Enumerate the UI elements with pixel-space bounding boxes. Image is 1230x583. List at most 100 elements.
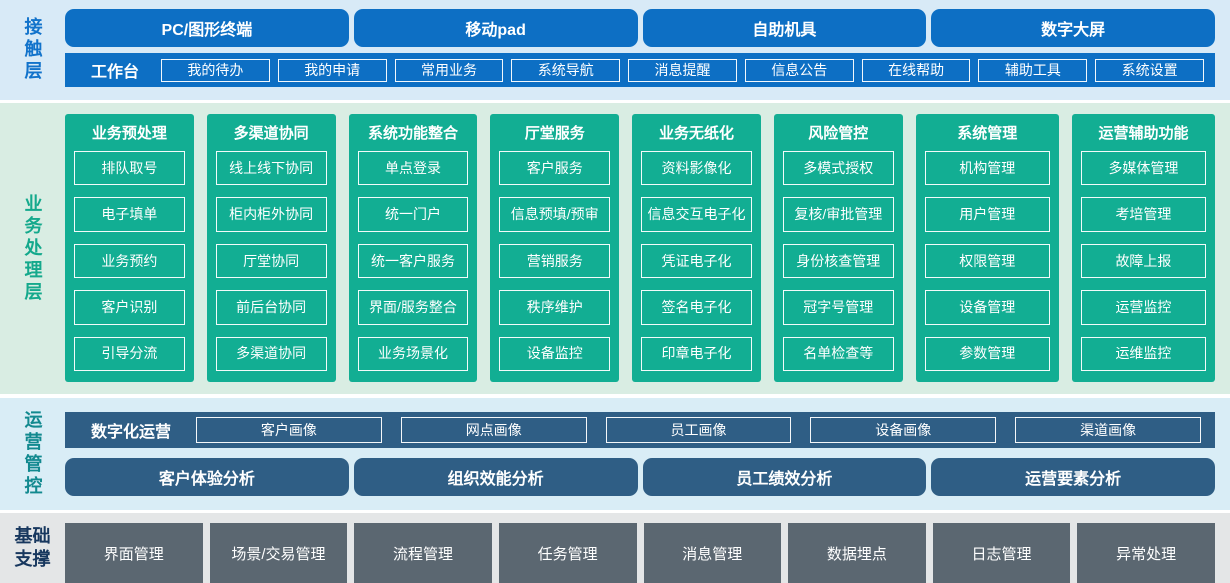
digital-ops-bar: 数字化运营 客户画像网点画像员工画像设备画像渠道画像 xyxy=(65,412,1215,448)
business-column: 多渠道协同线上线下协同柜内柜外协同厅堂协同前后台协同多渠道协同 xyxy=(206,114,336,382)
business-column: 风险管控多模式授权复核/审批管理身份核查管理冠字号管理名单检查等 xyxy=(773,114,903,382)
workbench-item: 我的申请 xyxy=(277,58,387,82)
digital-ops-items: 客户画像网点画像员工画像设备画像渠道画像 xyxy=(196,417,1201,443)
business-column-title: 系统功能整合 xyxy=(367,125,458,142)
workbench-item: 在线帮助 xyxy=(861,58,971,82)
analysis-block: 员工绩效分析 xyxy=(642,458,927,496)
business-item: 引导分流 xyxy=(74,336,185,372)
business-item: 参数管理 xyxy=(924,336,1050,372)
analysis-block: 组织效能分析 xyxy=(353,458,638,496)
business-item: 营销服务 xyxy=(499,243,611,279)
digital-ops-item: 设备画像 xyxy=(810,417,997,443)
business-item: 厅堂协同 xyxy=(215,243,327,279)
workbench-item: 常用业务 xyxy=(394,58,504,82)
business-column-items: 资料影像化信息交互电子化凭证电子化签名电子化印章电子化 xyxy=(641,151,752,372)
foundation-block: 流程管理 xyxy=(354,523,492,583)
business-item: 线上线下协同 xyxy=(215,151,327,186)
digital-ops-item: 渠道画像 xyxy=(1015,417,1201,443)
business-item: 冠字号管理 xyxy=(782,290,894,325)
business-item: 名单检查等 xyxy=(782,336,894,372)
business-column: 业务预处理排队取号电子填单业务预约客户识别引导分流 xyxy=(65,114,194,382)
business-column: 运营辅助功能多媒体管理考培管理故障上报运营监控运维监控 xyxy=(1071,114,1216,382)
business-column-items: 线上线下协同柜内柜外协同厅堂协同前后台协同多渠道协同 xyxy=(215,151,327,372)
business-item: 多媒体管理 xyxy=(1080,151,1207,186)
operations-layer-body: 数字化运营 客户画像网点画像员工画像设备画像渠道画像 客户体验分析组织效能分析员… xyxy=(65,398,1230,510)
business-layer-label: 业务处理层 xyxy=(22,193,43,304)
business-layer-section: 业务处理层 业务预处理排队取号电子填单业务预约客户识别引导分流多渠道协同线上线下… xyxy=(0,103,1230,394)
business-column-items: 多媒体管理考培管理故障上报运营监控运维监控 xyxy=(1080,151,1207,372)
business-column-title: 系统管理 xyxy=(957,125,1018,142)
business-item: 秩序维护 xyxy=(499,290,611,325)
business-item: 设备监控 xyxy=(499,336,611,372)
business-item: 柜内柜外协同 xyxy=(215,197,327,232)
business-item: 印章电子化 xyxy=(641,336,752,372)
business-item: 单点登录 xyxy=(357,151,469,186)
foundation-block: 日志管理 xyxy=(932,523,1071,583)
digital-ops-label: 数字化运营 xyxy=(91,424,172,441)
terminal-block: 移动pad xyxy=(353,9,638,47)
business-item: 用户管理 xyxy=(924,197,1050,232)
business-column: 业务无纸化资料影像化信息交互电子化凭证电子化签名电子化印章电子化 xyxy=(632,114,761,382)
analysis-block: 运营要素分析 xyxy=(931,458,1215,496)
workbench-item: 系统设置 xyxy=(1095,58,1205,82)
business-item: 资料影像化 xyxy=(641,151,752,186)
business-column-items: 多模式授权复核/审批管理身份核查管理冠字号管理名单检查等 xyxy=(782,151,894,372)
business-layer-body: 业务预处理排队取号电子填单业务预约客户识别引导分流多渠道协同线上线下协同柜内柜外… xyxy=(65,103,1230,394)
business-item: 凭证电子化 xyxy=(641,243,752,279)
foundation-layer-label: 基础支撑 xyxy=(0,513,65,583)
business-column: 厅堂服务客户服务信息预填/预审营销服务秩序维护设备监控 xyxy=(490,114,620,382)
business-column-title: 业务无纸化 xyxy=(659,125,735,142)
foundation-block: 场景/交易管理 xyxy=(209,523,348,583)
business-item: 身份核查管理 xyxy=(782,243,894,279)
business-item: 统一客户服务 xyxy=(357,243,469,279)
operations-layer-label: 运营管控 xyxy=(22,410,43,498)
workbench-items: 我的待办我的申请常用业务系统导航消息提醒信息公告在线帮助辅助工具系统设置 xyxy=(161,58,1205,82)
business-item: 权限管理 xyxy=(924,243,1050,279)
workbench-label: 工作台 xyxy=(91,64,140,81)
foundation-layer-label-text: 基础支撑 xyxy=(14,525,51,569)
foundation-block: 异常处理 xyxy=(1077,523,1215,583)
business-column-title: 运营辅助功能 xyxy=(1098,125,1189,142)
business-column-title: 厅堂服务 xyxy=(524,125,585,142)
business-item: 机构管理 xyxy=(924,151,1050,186)
business-item: 故障上报 xyxy=(1080,243,1207,279)
business-item: 考培管理 xyxy=(1080,197,1207,232)
business-columns: 业务预处理排队取号电子填单业务预约客户识别引导分流多渠道协同线上线下协同柜内柜外… xyxy=(65,114,1216,382)
foundation-layer-body: 界面管理场景/交易管理流程管理任务管理消息管理数据埋点日志管理异常处理 xyxy=(65,513,1230,583)
workbench-item: 辅助工具 xyxy=(978,58,1088,82)
business-column-items: 单点登录统一门户统一客户服务界面/服务整合业务场景化 xyxy=(357,151,469,372)
business-column-title: 业务预处理 xyxy=(91,125,167,142)
business-item: 客户服务 xyxy=(499,151,611,186)
business-item: 多模式授权 xyxy=(782,151,894,186)
foundation-block: 任务管理 xyxy=(498,523,637,583)
business-item: 统一门户 xyxy=(357,197,469,232)
foundation-block: 界面管理 xyxy=(65,523,203,583)
terminal-block: PC/图形终端 xyxy=(65,9,349,47)
workbench-item: 信息公告 xyxy=(744,58,854,82)
workbench-item: 消息提醒 xyxy=(628,58,737,82)
foundation-items: 界面管理场景/交易管理流程管理任务管理消息管理数据埋点日志管理异常处理 xyxy=(65,523,1215,583)
workbench-bar: 工作台 我的待办我的申请常用业务系统导航消息提醒信息公告在线帮助辅助工具系统设置 xyxy=(65,53,1215,87)
business-item: 电子填单 xyxy=(74,197,185,232)
business-column-title: 多渠道协同 xyxy=(233,125,309,142)
business-item: 业务预约 xyxy=(74,243,185,279)
business-item: 复核/审批管理 xyxy=(782,197,894,232)
foundation-layer-section: 基础支撑 界面管理场景/交易管理流程管理任务管理消息管理数据埋点日志管理异常处理 xyxy=(0,513,1230,583)
business-item: 运维监控 xyxy=(1080,336,1207,372)
foundation-block: 数据埋点 xyxy=(788,523,926,583)
analysis-row: 客户体验分析组织效能分析员工绩效分析运营要素分析 xyxy=(65,458,1215,496)
business-item: 信息交互电子化 xyxy=(641,197,752,232)
business-item: 界面/服务整合 xyxy=(357,290,469,325)
digital-ops-item: 客户画像 xyxy=(196,417,382,443)
business-item: 设备管理 xyxy=(924,290,1050,325)
operations-layer-section: 运营管控 数字化运营 客户画像网点画像员工画像设备画像渠道画像 客户体验分析组织… xyxy=(0,398,1230,510)
business-item: 运营监控 xyxy=(1080,290,1207,325)
digital-ops-item: 网点画像 xyxy=(400,417,587,443)
workbench-item: 系统导航 xyxy=(511,58,621,82)
business-column-title: 风险管控 xyxy=(808,125,869,142)
digital-ops-item: 员工画像 xyxy=(605,417,792,443)
